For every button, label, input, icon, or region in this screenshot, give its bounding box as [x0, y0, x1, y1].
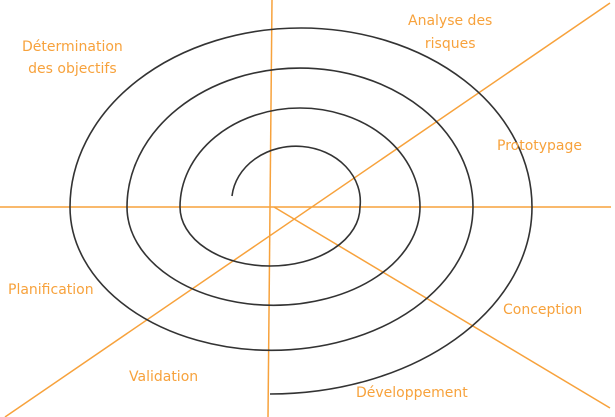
label-line: risques [424, 36, 476, 52]
label-conception: Conception [503, 302, 583, 318]
label-planification: Planification [8, 282, 94, 298]
label-determination-objectifs: Détermination des objectifs [22, 38, 123, 78]
label-prototypage: Prototypage [497, 138, 583, 154]
label-validation: Validation [129, 369, 199, 385]
label-developpement: Développement [356, 385, 468, 401]
label-line: Analyse des [408, 13, 493, 29]
spiral-curve [69, 27, 533, 395]
label-line: des objectifs [28, 61, 117, 77]
axis-vertical [267, 0, 273, 417]
label-analyse-risques: Analyse des risques [408, 12, 492, 53]
axis-diagonal-falling [273, 206, 611, 409]
axis-diagonal-rising [4, 2, 611, 417]
label-line: Détermination [22, 39, 123, 55]
